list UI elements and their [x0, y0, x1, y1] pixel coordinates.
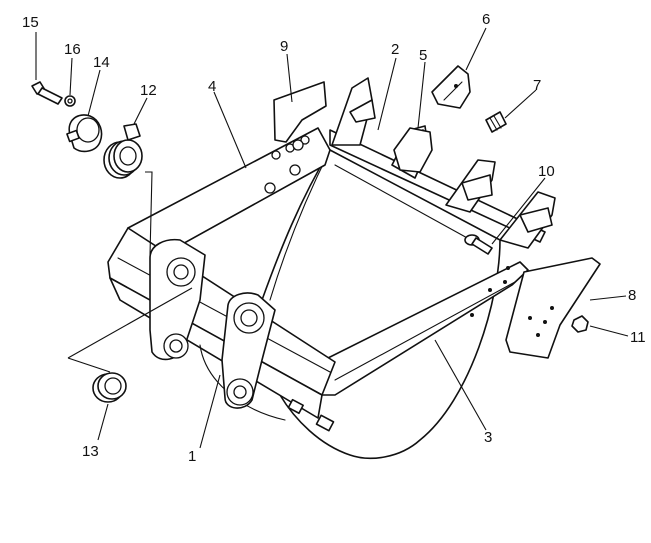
callout-14: 14	[93, 54, 110, 71]
callout-labels: 15 16 14 12 4 9 2 5 6 7 10 8 11 3 1 13	[22, 11, 646, 465]
tooth-1	[331, 77, 376, 146]
callout-15: 15	[22, 14, 39, 31]
side-cutter-top	[273, 81, 327, 143]
shim-stack	[103, 123, 143, 179]
plate-hole	[470, 313, 474, 317]
callout-16: 16	[64, 41, 81, 58]
callout-9: 9	[280, 38, 288, 55]
leader-lines	[35, 27, 629, 449]
plate-hole	[271, 150, 281, 160]
hex-nut	[571, 315, 589, 333]
cap-screw	[31, 81, 63, 105]
tooth-4	[499, 191, 556, 249]
side-cutter-right	[505, 257, 601, 359]
wear-pad	[315, 414, 335, 432]
callout-8: 8	[628, 287, 636, 304]
tooth-adapter	[393, 127, 433, 173]
bolt-head	[292, 139, 304, 151]
bushing	[92, 372, 127, 403]
plate-hole	[300, 135, 310, 145]
side-bolt	[464, 234, 493, 255]
boss-bracket-left	[149, 238, 206, 361]
plate-hole	[488, 288, 492, 292]
callout-10: 10	[538, 163, 555, 180]
bolt-head	[289, 164, 301, 176]
callout-5: 5	[419, 47, 427, 64]
callout-12: 12	[140, 82, 157, 99]
callout-3: 3	[484, 429, 492, 446]
callout-1: 1	[188, 448, 196, 465]
callout-4: 4	[208, 78, 216, 95]
plate-hole	[503, 280, 507, 284]
tooth-point-loose	[431, 65, 471, 109]
bolt-head	[264, 182, 276, 194]
callout-6: 6	[482, 11, 490, 28]
tooth-pin	[485, 111, 507, 133]
tooth-3	[445, 159, 496, 213]
boss-bracket-right	[221, 292, 276, 409]
callout-11: 11	[630, 329, 646, 346]
bucket-cavity-floor	[334, 164, 481, 246]
callout-13: 13	[82, 443, 99, 460]
callout-2: 2	[391, 41, 399, 58]
callout-7: 7	[533, 77, 541, 94]
plate-hole	[506, 266, 510, 270]
wear-pad	[287, 398, 304, 415]
lock-washer-hole	[67, 98, 73, 104]
retainer-collar	[66, 114, 103, 153]
right-side-plate-edge	[334, 281, 516, 381]
